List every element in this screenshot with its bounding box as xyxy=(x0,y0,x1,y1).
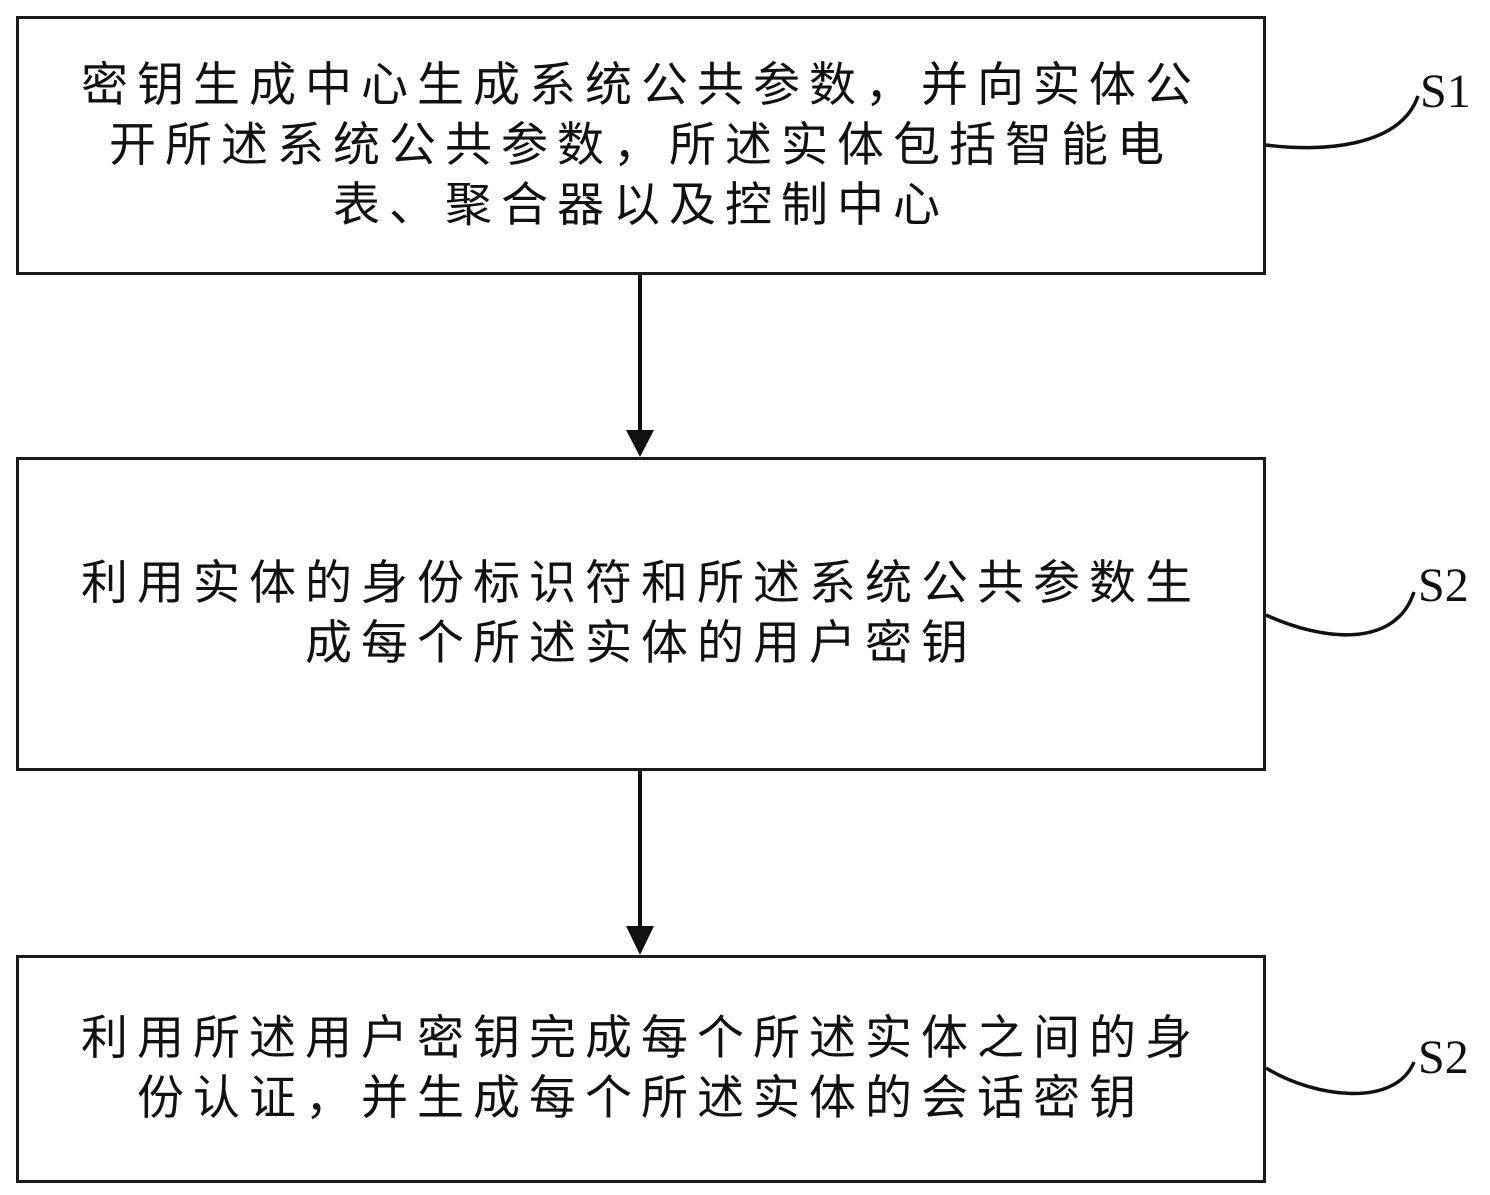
step-label-s2: S2 xyxy=(1418,559,1469,612)
step-box-s1: 密钥生成中心生成系统公共参数，并向实体公开所述系统公共参数，所述实体包括智能电表… xyxy=(16,16,1266,275)
step-box-s2: 利用实体的身份标识符和所述系统公共参数生成每个所述实体的用户密钥 xyxy=(16,457,1266,771)
step-text-s1: 密钥生成中心生成系统公共参数，并向实体公开所述系统公共参数，所述实体包括智能电表… xyxy=(81,57,1201,233)
step-text-s2: 利用实体的身份标识符和所述系统公共参数生成每个所述实体的用户密钥 xyxy=(81,556,1201,671)
step-label-s1: S1 xyxy=(1420,65,1471,118)
leader-line-s2 xyxy=(1265,591,1416,637)
arrow-head-s2-s3 xyxy=(626,926,654,955)
arrow-head-s1-s2 xyxy=(626,430,654,457)
leader-line-s1 xyxy=(1265,95,1420,150)
step-box-s3: 利用所述用户密钥完成每个所述实体之间的身份认证，并生成每个所述实体的会话密钥 xyxy=(16,955,1266,1183)
step-text-s3: 利用所述用户密钥完成每个所述实体之间的身份认证，并生成每个所述实体的会话密钥 xyxy=(81,1011,1201,1126)
step-label-s3: S2 xyxy=(1418,1031,1469,1084)
leader-line-s3 xyxy=(1265,1061,1416,1096)
